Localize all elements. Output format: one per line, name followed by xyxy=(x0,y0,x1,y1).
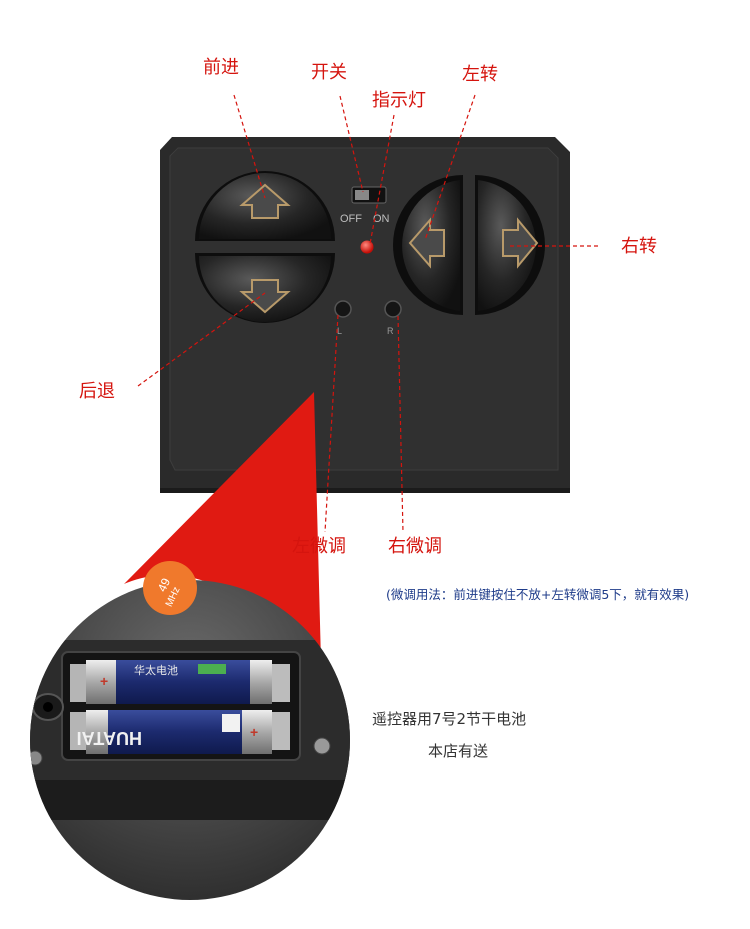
trim-left-button[interactable] xyxy=(334,300,352,318)
svg-text:+: + xyxy=(250,724,258,740)
battery-info-line1: 遥控器用7号2节干电池 xyxy=(372,710,527,728)
svg-text:+: + xyxy=(100,673,108,689)
turn-right-button[interactable] xyxy=(475,175,545,315)
label-trim-right: 右微调 xyxy=(388,536,442,557)
label-power: 开关 xyxy=(311,62,347,83)
trim-right-letter: R xyxy=(387,326,394,336)
up-arrow-icon xyxy=(239,183,291,219)
label-indicator: 指示灯 xyxy=(372,90,426,111)
label-turn-right: 右转 xyxy=(621,236,657,257)
trim-right-button[interactable] xyxy=(384,300,402,318)
battery-zoom-view: + + xyxy=(30,561,350,900)
switch-on-label: ON xyxy=(373,213,390,225)
switch-off-label: OFF xyxy=(340,213,362,225)
leader-lines xyxy=(137,94,598,533)
forward-button[interactable] xyxy=(195,171,335,241)
label-forward: 前进 xyxy=(203,57,239,78)
power-switch[interactable] xyxy=(351,186,387,204)
turn-left-button[interactable] xyxy=(393,175,463,315)
trim-usage-note: (微调用法：前进键按住不放+左转微调5下，就有效果) xyxy=(386,587,690,602)
left-arrow-icon xyxy=(408,217,445,269)
frequency-sticker xyxy=(143,561,197,615)
battery-info-line2: 本店有送 xyxy=(428,742,489,760)
trim-left-letter: L xyxy=(337,326,342,336)
down-arrow-icon xyxy=(239,279,291,314)
battery-brand-top: 华太电池 xyxy=(134,663,178,677)
label-turn-left: 左转 xyxy=(462,64,498,85)
label-backward: 后退 xyxy=(79,381,115,402)
backward-button[interactable] xyxy=(195,253,335,323)
frequency-value: 49 xyxy=(155,576,173,594)
battery-brand-bottom: HUATAI xyxy=(77,728,142,748)
right-arrow-icon xyxy=(502,217,539,269)
indicator-led xyxy=(360,240,374,254)
label-trim-left: 左微调 xyxy=(292,536,346,557)
